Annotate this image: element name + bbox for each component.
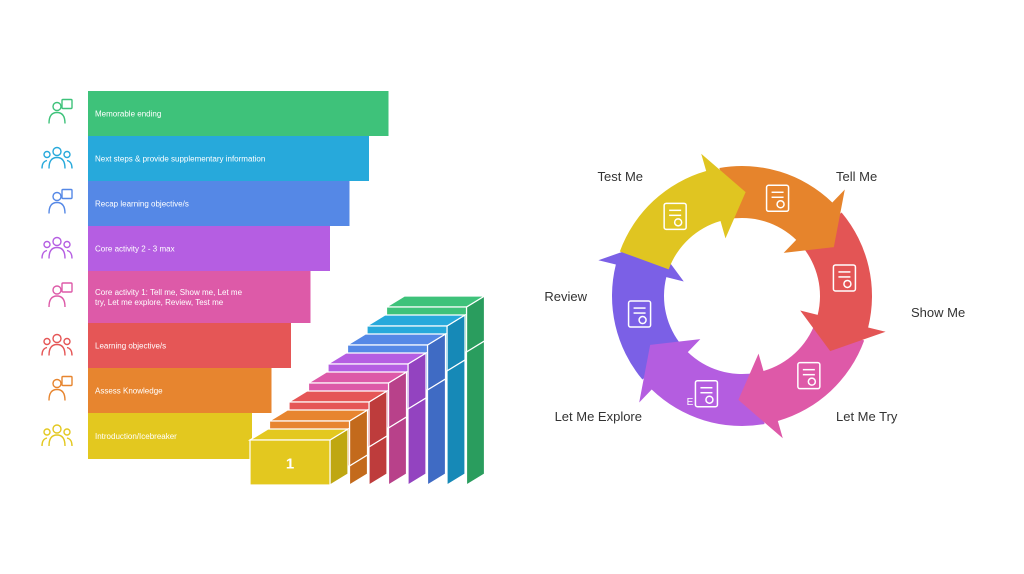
compass-explore-icon	[797, 361, 821, 390]
certificate-test-icon	[627, 300, 652, 328]
cycle-label-tell-me: Tell Me	[836, 169, 877, 184]
teacher-board-icon	[48, 375, 73, 401]
cycle-label-let-me-try: Let Me Try	[836, 409, 898, 424]
band-label-4: try, Let me explore, Review, Test me	[95, 298, 224, 307]
direction-sign-icon	[41, 146, 73, 169]
presenter-chart-icon	[48, 282, 73, 308]
band-label-6: Recap learning objective/s	[95, 200, 189, 209]
cycle-label-test-me: Test Me	[597, 169, 643, 184]
cycle-arrow-tell-me	[619, 153, 746, 270]
keyboard-hands-icon	[832, 264, 857, 292]
left-icon-column	[41, 98, 73, 447]
band-label-5: Core activity 2 - 3 max	[95, 245, 175, 254]
cycle-label-show-me: Show Me	[911, 305, 965, 320]
band-label-2: Assess Knowledge	[95, 387, 163, 396]
band-step-5	[88, 226, 330, 271]
star-group-icon	[48, 98, 73, 124]
band-step-8	[88, 91, 389, 136]
cycle-arrow-show-me	[719, 165, 845, 253]
cycle-arrow-let-me-explore	[738, 322, 865, 439]
document-search-icon	[765, 184, 790, 213]
band-label-7: Next steps & provide supplementary infor…	[95, 155, 265, 164]
step-number-1: 1	[286, 456, 294, 473]
book-idea-icon	[663, 202, 687, 231]
band-step-7	[88, 136, 369, 181]
explore-icon-letter: E	[687, 397, 694, 408]
cycle-label-review: Review	[544, 289, 587, 304]
band-label-3: Learning objective/s	[95, 342, 166, 351]
learning-cycle-diagram: Tell Me Show Me Let Me Try Let Me Explore Re…	[544, 153, 965, 439]
cycle-label-let-me-explore: Let Me Explore	[555, 409, 642, 424]
staircase-bands: Introduction/Icebreaker Assess Knowledge L…	[88, 91, 389, 459]
band-label-4: Core activity 1: Tell me, Show me, Let m…	[95, 288, 243, 297]
group-gear-icon	[41, 236, 73, 259]
band-step-4	[88, 271, 311, 323]
band-step-3	[88, 323, 291, 368]
band-label-1: Introduction/Icebreaker	[95, 432, 177, 441]
cycle-arrow-review	[639, 339, 765, 426]
people-high-five-icon	[41, 424, 73, 447]
band-step-1	[88, 413, 252, 459]
band-label-8: Memorable ending	[95, 110, 161, 119]
clipboard-edit-icon	[694, 379, 719, 408]
band-step-2	[88, 368, 272, 413]
staircase-steps: 87654321	[247, 294, 487, 487]
step-1: 1	[247, 427, 351, 487]
band-step-6	[88, 181, 350, 226]
idea-bulb-person-icon	[41, 333, 73, 356]
checklist-person-icon	[48, 188, 73, 214]
